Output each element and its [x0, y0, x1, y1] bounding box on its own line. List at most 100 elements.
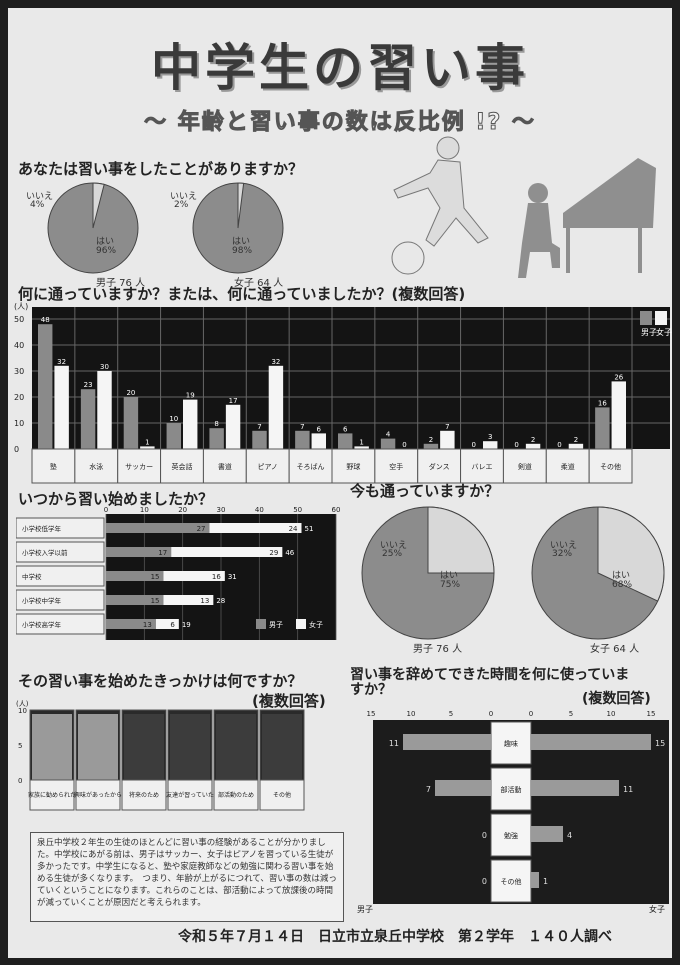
q2-data-label: 2	[574, 436, 578, 444]
pie-no-slice	[597, 506, 665, 602]
q2-bar-girls	[97, 371, 112, 449]
q1-boys-yes-label: はい	[96, 237, 115, 247]
q2-y-tick: 40	[14, 341, 24, 350]
q2-data-label: 8	[214, 420, 218, 428]
q6-x-tick: 0	[529, 710, 533, 718]
q2-data-label: 7	[257, 423, 261, 431]
q2-category-label: その他	[600, 462, 621, 471]
q2-legend-boys-swatch	[640, 311, 652, 325]
q2-data-label: 32	[271, 358, 280, 366]
summary-note: 泉丘中学校２年生の生徒のほとんどに習い事の経験があることが分かりました。中学校に…	[30, 832, 344, 922]
q2-category-cell	[331, 448, 376, 484]
q3-data-label-boys: 27	[197, 525, 206, 533]
q2-category-label: ダンス	[429, 462, 450, 471]
q3-total-label: 31	[228, 573, 237, 581]
q2-category-cell	[117, 448, 162, 484]
q2-category-label: サッカー	[125, 463, 153, 471]
q2-category-label: バレエ	[472, 463, 493, 471]
q2-bar-girls	[483, 441, 498, 449]
q4-girls-no-label: いいえ	[550, 541, 578, 551]
q2-category-label: 剣道	[518, 462, 532, 471]
q3-category-label: 小学校高学年	[22, 620, 62, 629]
q2-category-label: 空手	[389, 462, 403, 471]
q3-bar-girls	[209, 523, 302, 533]
q6-subtitle: (複数回答)	[582, 691, 651, 707]
q3-x-tick: 20	[178, 506, 187, 514]
q2-data-label: 30	[100, 363, 109, 371]
q5-unit: (人)	[16, 700, 29, 708]
q1-boys-pie	[47, 182, 139, 274]
pie-no-slice	[237, 182, 245, 229]
q3-total-label: 28	[216, 597, 225, 605]
q3-category-label: 小学校低学年	[22, 524, 62, 533]
q3-title: いつから習い始めましたか？	[18, 490, 214, 508]
q2-data-label: 16	[598, 399, 607, 407]
q2-grid	[32, 307, 670, 449]
q6-bar-boys	[403, 734, 491, 750]
q4-girls-no-pct: 32%	[552, 549, 573, 559]
q6-bar-girls	[531, 826, 563, 842]
q5-category-cell	[121, 779, 167, 811]
q6-category-label: その他	[501, 877, 522, 886]
q2-y-tick: 30	[14, 367, 24, 376]
q6-x-tick: 15	[367, 710, 376, 718]
q3-data-label-girls: 29	[269, 549, 278, 557]
q6-bar-girls	[531, 872, 539, 888]
q2-data-label: 2	[531, 436, 535, 444]
q3-data-label-boys: 15	[151, 573, 160, 581]
q1-girls-caption: 女子 64 人	[234, 278, 284, 289]
q5-y-tick: 10	[18, 707, 27, 715]
q2-data-label: 19	[186, 392, 195, 400]
q3-bar-boys	[106, 619, 156, 629]
q3-category-cell	[16, 589, 105, 611]
pie-no-slice	[92, 182, 105, 229]
q3-bar-boys	[106, 547, 172, 557]
q4-girls-caption: 女子 64 人	[590, 644, 640, 655]
q2-data-label: 48	[41, 316, 50, 324]
q1-pies	[47, 182, 284, 274]
q2-bar-boys	[166, 423, 181, 449]
q4-boys-no-pct: 25%	[382, 549, 403, 559]
q2-bar-boys	[595, 407, 610, 449]
pie-no-slice	[427, 506, 495, 574]
q6-category-label: 部活動	[501, 785, 522, 794]
q3-category-cell	[16, 613, 105, 635]
q3-total-label: 51	[305, 525, 314, 533]
q4-girls-pie	[531, 506, 665, 640]
q6-x-tick: 0	[489, 710, 493, 718]
q4-boys-no-label: いいえ	[380, 541, 408, 551]
q5-subtitle: (複数回答)	[252, 692, 326, 710]
q2-data-label: 1	[359, 438, 363, 446]
q6-bar-girls	[531, 780, 619, 796]
q3-data-label-girls: 24	[289, 525, 298, 533]
q3-bar-girls	[163, 571, 225, 581]
q6-category-cell	[490, 813, 532, 857]
q3-x-tick: 0	[104, 506, 108, 514]
q1-girls-yes-label: はい	[232, 237, 251, 247]
q3-bar-girls	[163, 595, 214, 605]
q5-category-label: 友達が習っていた	[166, 791, 214, 799]
q2-legend-boys: 男子	[641, 328, 657, 337]
q5-category-cell	[167, 779, 213, 811]
q2-category-label: そろばん	[297, 462, 325, 471]
q2-data-label: 10	[169, 415, 178, 423]
q3-legend-boys-swatch	[256, 619, 266, 629]
q2-category-label: ピアノ	[258, 463, 278, 471]
q2-bar-boys	[295, 430, 310, 449]
q2-bar-boys	[80, 389, 96, 449]
q1-boys-no-label: いいえ	[26, 192, 54, 202]
q6-data-label-girls: 4	[567, 831, 572, 840]
q2-data-label: 17	[229, 397, 238, 405]
q2-bar-girls	[354, 446, 369, 449]
q2-category-cell	[588, 448, 633, 484]
q4-pies	[361, 506, 665, 640]
q5-column-fill	[170, 714, 210, 780]
q1-girls-yes-pct: 98%	[232, 246, 253, 256]
poster-subtitle: 〜 年齢と習い事の数は反比例 !? 〜	[144, 110, 536, 136]
q6-category-label: 趣味	[504, 739, 518, 748]
q4-girls-yes-label: はい	[612, 571, 631, 581]
q2-y-tick: 0	[14, 445, 19, 454]
